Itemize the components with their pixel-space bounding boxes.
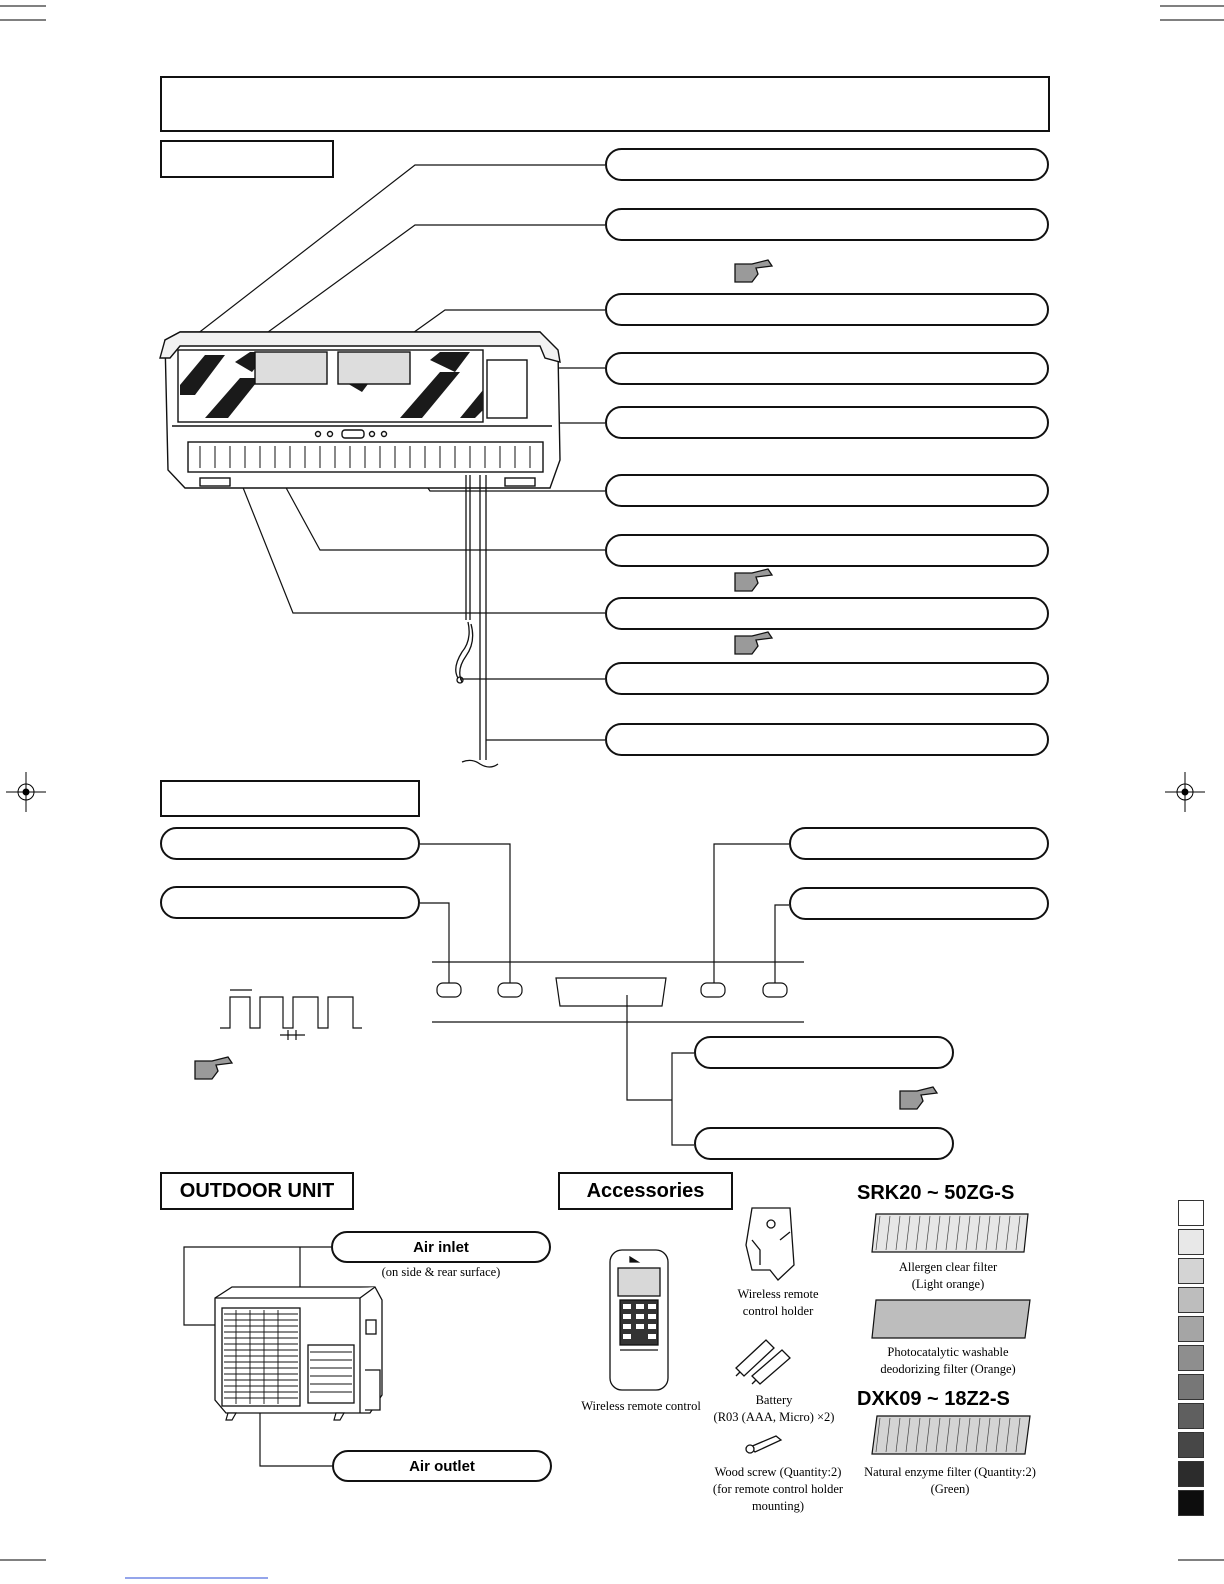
- pointing-hand-icon: [734, 568, 774, 592]
- enzyme-filter-caption: Natural enzyme filter (Quantity:2) (Gree…: [864, 1465, 1036, 1496]
- operation-panel-heading-frame: [160, 780, 420, 817]
- air-outlet-label: Air outlet: [332, 1450, 552, 1482]
- panel-label-left-2: [160, 886, 420, 919]
- gray-step: [1178, 1316, 1204, 1342]
- gray-step: [1178, 1403, 1204, 1429]
- crosshair-registration-icon: [6, 772, 46, 812]
- gray-step: [1178, 1229, 1204, 1255]
- gray-step: [1178, 1374, 1204, 1400]
- page-title-frame: [160, 76, 1050, 132]
- panel-label-right-1: [789, 827, 1049, 860]
- battery-caption: Battery (R03 (AAA, Micro) ×2): [713, 1393, 835, 1424]
- indoor-label-4: [605, 352, 1049, 385]
- gray-step: [1178, 1345, 1204, 1371]
- operation-panel-diagram: [220, 843, 804, 1146]
- wireless-remote-icon: [609, 1249, 669, 1391]
- accessories-heading: Accessories: [558, 1172, 733, 1210]
- gray-step: [1178, 1200, 1204, 1226]
- holder-caption: Wireless remote control holder: [737, 1287, 819, 1318]
- panel-label-right-2: [789, 887, 1049, 920]
- air-inlet-label: Air inlet: [331, 1231, 551, 1263]
- photocatalytic-filter-caption: Photocatalytic washable deodorizing filt…: [880, 1345, 1016, 1376]
- pointing-hand-icon: [194, 1056, 234, 1080]
- outdoor-unit-heading: OUTDOOR UNIT: [160, 1172, 354, 1210]
- indoor-unit-body: [159, 331, 561, 489]
- indoor-label-2: [605, 208, 1049, 241]
- indoor-label-6: [605, 474, 1049, 507]
- remote-holder-icon: [745, 1207, 795, 1281]
- allergen-filter-caption: Allergen clear filter (Light orange): [898, 1260, 998, 1291]
- pointing-hand-icon: [734, 259, 774, 283]
- indoor-label-8: [605, 597, 1049, 630]
- remote-caption: Wireless remote control: [581, 1399, 701, 1413]
- wood-screw-icon: [745, 1435, 783, 1454]
- model-heading-a: SRK20 ~ 50ZG-S: [857, 1182, 1015, 1204]
- model-heading-b: DXK09 ~ 18Z2-S: [857, 1388, 1010, 1410]
- gray-step: [1178, 1258, 1204, 1284]
- crosshair-registration-icon: [1165, 772, 1205, 812]
- panel-label-left-1: [160, 827, 420, 860]
- indoor-unit-heading-frame: [160, 140, 334, 178]
- gray-step: [1178, 1461, 1204, 1487]
- allergen-filter-icon: [871, 1213, 1029, 1253]
- enzyme-filter-icon: [871, 1415, 1031, 1455]
- gray-step: [1178, 1432, 1204, 1458]
- panel-label-center-1: [694, 1036, 954, 1069]
- panel-label-center-2: [694, 1127, 954, 1160]
- pointing-hand-icon: [734, 631, 774, 655]
- drain-hose: [455, 475, 499, 768]
- battery-icon: [735, 1339, 791, 1385]
- air-inlet-note: (on side & rear surface): [381, 1265, 501, 1279]
- photocatalytic-filter-icon: [871, 1299, 1031, 1339]
- indoor-label-1: [605, 148, 1049, 181]
- indoor-label-9: [605, 662, 1049, 695]
- gray-step: [1178, 1287, 1204, 1313]
- pointing-hand-icon: [899, 1086, 939, 1110]
- indoor-label-10: [605, 723, 1049, 756]
- indoor-label-3: [605, 293, 1049, 326]
- indoor-label-5: [605, 406, 1049, 439]
- gray-step: [1178, 1490, 1204, 1516]
- screw-caption: Wood screw (Quantity:2) (for remote cont…: [712, 1465, 844, 1513]
- indoor-label-7: [605, 534, 1049, 567]
